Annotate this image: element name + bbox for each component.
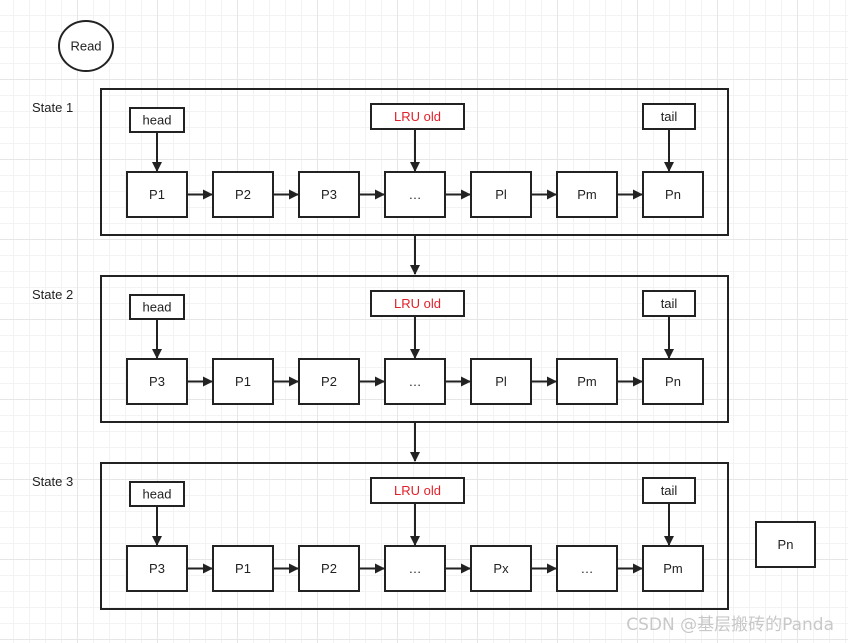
tail-label: tail — [661, 109, 678, 124]
list-node-label: P3 — [321, 187, 337, 202]
list-node-label: … — [581, 561, 594, 576]
list-node-label: … — [409, 187, 422, 202]
list-node: P1 — [212, 545, 274, 592]
list-node-label: P1 — [235, 374, 251, 389]
head-label: head — [143, 487, 172, 502]
list-node-label: Px — [493, 561, 509, 576]
list-node-label: Pl — [495, 187, 507, 202]
state-label: State 3 — [32, 474, 73, 489]
state-frame — [100, 275, 729, 423]
list-node: Pl — [470, 171, 532, 218]
list-node-label: P3 — [149, 374, 165, 389]
state-frame — [100, 88, 729, 236]
list-node-label: P3 — [149, 561, 165, 576]
list-node-label: Pm — [663, 561, 683, 576]
read-label: Read — [70, 39, 101, 54]
lru-old-label: LRU old — [394, 109, 441, 124]
tail-pointer: tail — [642, 103, 696, 130]
list-node: … — [384, 545, 446, 592]
head-pointer: head — [129, 481, 185, 507]
read-node: Read — [58, 20, 114, 72]
list-node: P3 — [298, 171, 360, 218]
list-node: Pn — [642, 358, 704, 405]
list-node: P3 — [126, 545, 188, 592]
list-node-label: Pn — [665, 187, 681, 202]
state-label: State 2 — [32, 287, 73, 302]
list-node: P2 — [298, 358, 360, 405]
list-node: P1 — [212, 358, 274, 405]
state-label: State 1 — [32, 100, 73, 115]
head-label: head — [143, 113, 172, 128]
list-node: P1 — [126, 171, 188, 218]
list-node-label: … — [409, 374, 422, 389]
list-node-label: P1 — [149, 187, 165, 202]
head-pointer: head — [129, 107, 185, 133]
list-node: Pm — [642, 545, 704, 592]
list-node: … — [556, 545, 618, 592]
list-node: Pm — [556, 171, 618, 218]
list-node-label: Pn — [665, 374, 681, 389]
list-node: … — [384, 171, 446, 218]
evicted-node: Pn — [755, 521, 816, 568]
tail-pointer: tail — [642, 477, 696, 504]
list-node-label: Pl — [495, 374, 507, 389]
list-node-label: … — [409, 561, 422, 576]
tail-label: tail — [661, 296, 678, 311]
tail-label: tail — [661, 483, 678, 498]
list-node: Px — [470, 545, 532, 592]
lru-old-pointer: LRU old — [370, 290, 465, 317]
list-node-label: P2 — [321, 561, 337, 576]
head-label: head — [143, 300, 172, 315]
list-node-label: P2 — [321, 374, 337, 389]
list-node: Pl — [470, 358, 532, 405]
lru-old-pointer: LRU old — [370, 477, 465, 504]
tail-pointer: tail — [642, 290, 696, 317]
list-node-label: Pm — [577, 187, 597, 202]
list-node: … — [384, 358, 446, 405]
lru-old-label: LRU old — [394, 296, 441, 311]
list-node: P2 — [212, 171, 274, 218]
list-node: Pn — [642, 171, 704, 218]
watermark: CSDN @基层搬砖的Panda — [626, 615, 834, 635]
lru-old-pointer: LRU old — [370, 103, 465, 130]
list-node-label: Pm — [577, 374, 597, 389]
list-node-label: P1 — [235, 561, 251, 576]
list-node: P3 — [126, 358, 188, 405]
list-node: Pm — [556, 358, 618, 405]
state-frame — [100, 462, 729, 610]
evicted-node-label: Pn — [778, 537, 794, 552]
head-pointer: head — [129, 294, 185, 320]
list-node: P2 — [298, 545, 360, 592]
lru-old-label: LRU old — [394, 483, 441, 498]
list-node-label: P2 — [235, 187, 251, 202]
